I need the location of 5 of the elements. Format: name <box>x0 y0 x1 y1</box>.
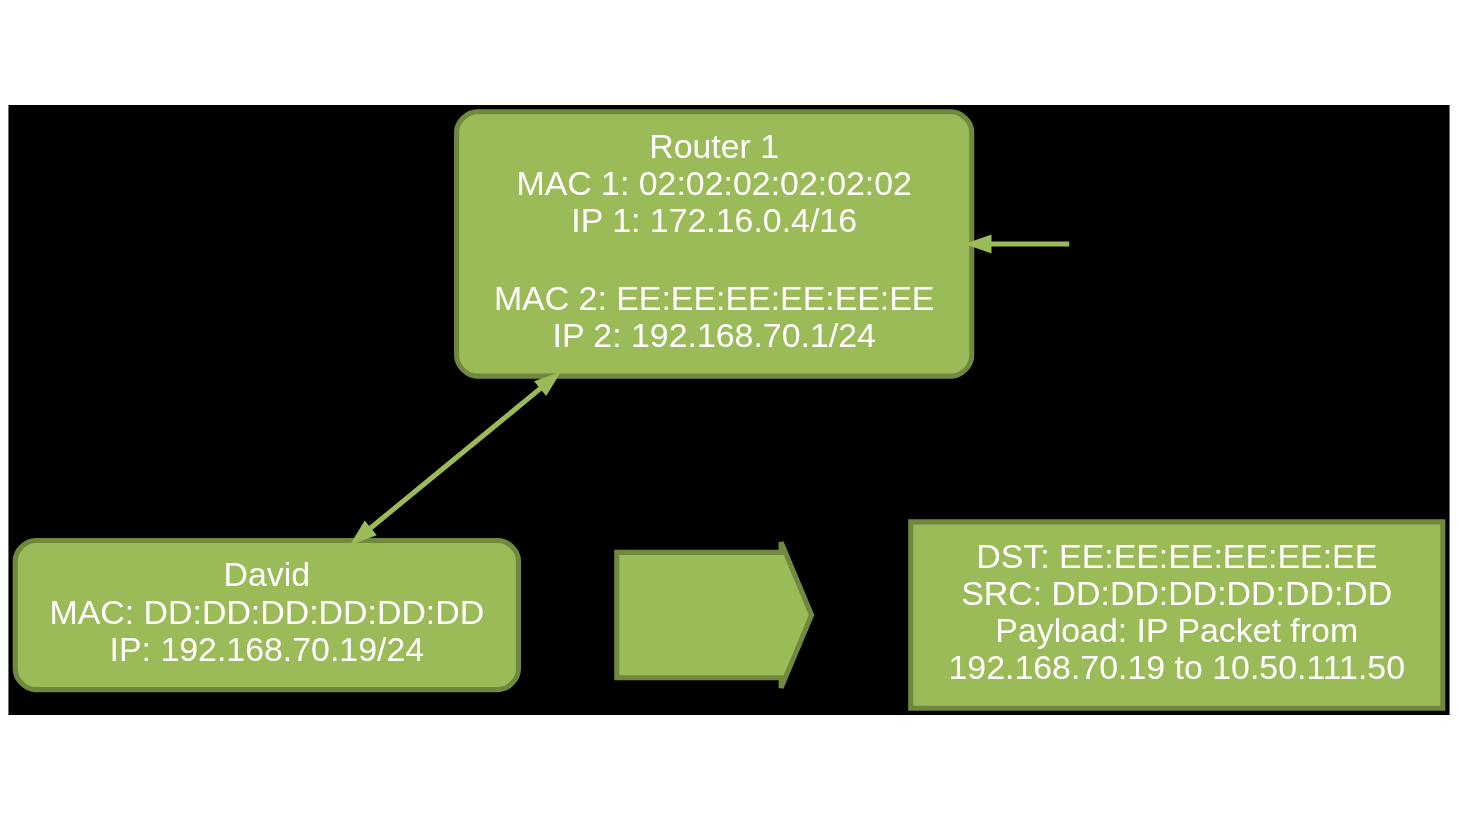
node-box: David MAC: DD:DD:DD:DD:DD:DD IP: 192.168.70.19/24 <box>12 537 521 692</box>
node-arrow <box>614 539 815 690</box>
node-box: Router 1 MAC 1: 02:02:02:02:02:02 IP 1: 172.16.0.4/16 MAC 2: EE:EE:EE:EE:EE:EE IP 2: 192.168.70.1/24 <box>454 108 975 379</box>
node-box: DST: EE:EE:EE:EE:EE:EE SRC: DD:DD:DD:DD:DD:DD Payload: IP Packet from 192.168.70.19 to 10.50.111.50 <box>908 518 1446 711</box>
arrow <box>349 370 562 545</box>
